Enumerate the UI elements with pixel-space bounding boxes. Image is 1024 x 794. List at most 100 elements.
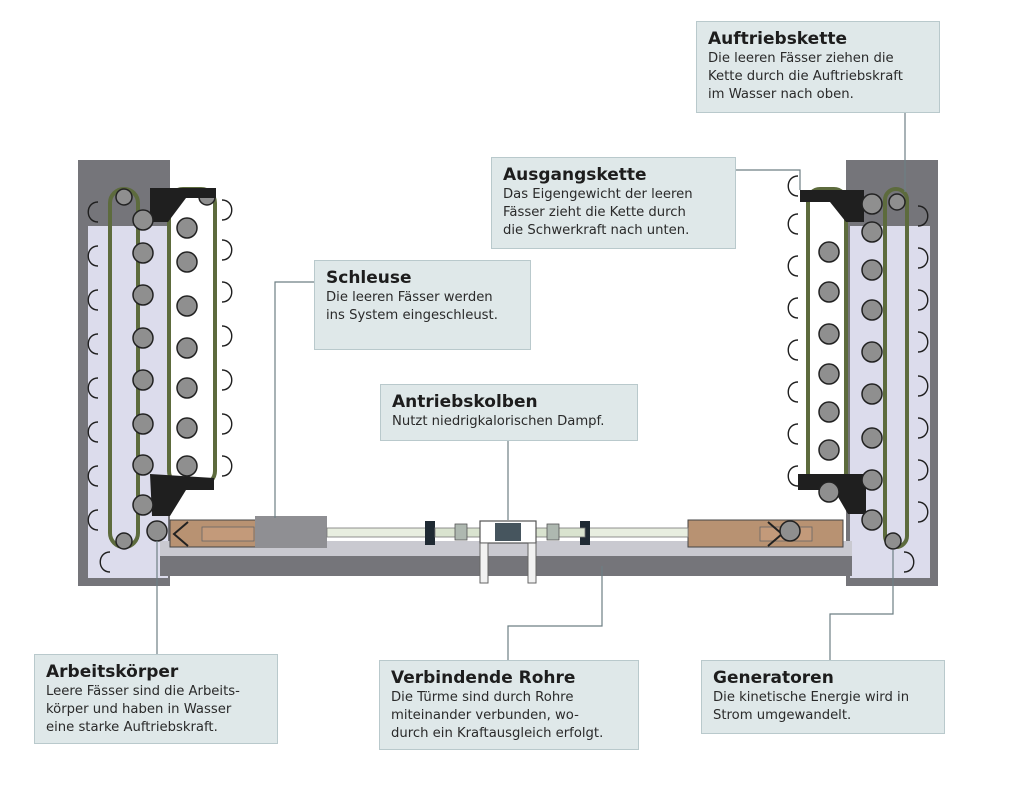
left-buoyancy-barrel [132, 454, 154, 476]
callout-auftriebskette-line-1: Die leeren Fässer ziehen die [708, 51, 894, 66]
drive-piston-leg-left [479, 542, 489, 584]
left-coupling [454, 523, 468, 541]
left-buoyancy-barrel [132, 494, 154, 516]
left-buoyancy-barrel [132, 413, 154, 435]
right-drive-rod [587, 527, 689, 538]
callout-schleuse-line-2: ins System eingeschleust. [326, 308, 498, 323]
callout-schleuse-line-1: Die leeren Fässer werden [326, 290, 493, 305]
callout-arbeitskoerper: Arbeitskörper Leere Fässer sind die Arbe… [34, 654, 278, 744]
left-output-barrel [176, 217, 198, 239]
left-buoyancy-barrel [132, 327, 154, 349]
right-top-bracket [800, 190, 864, 222]
callout-ausgangskette-line-3: die Schwerkraft nach unten. [503, 223, 690, 238]
left-output-hook [221, 199, 233, 221]
callout-schleuse: Schleuse Die leeren Fässer werden ins Sy… [314, 260, 531, 350]
connector-schleuse [274, 281, 315, 518]
right-output-hook [787, 213, 799, 235]
left-lock-barrel [146, 520, 168, 542]
right-tower-hook [917, 375, 929, 397]
callout-auftriebskette-title: Auftriebskette [708, 29, 847, 49]
right-output-barrel [818, 481, 840, 503]
left-tower-hook [87, 245, 99, 267]
right-water-column [850, 226, 930, 578]
right-output-barrel [818, 439, 840, 461]
left-bottom-wheel [115, 532, 133, 550]
right-buoyancy-barrel [861, 509, 883, 531]
right-output-hook [787, 297, 799, 319]
callout-generatoren-line-2: Strom umgewandelt. [713, 708, 852, 723]
right-top-wheel [888, 193, 906, 211]
left-output-hook [221, 325, 233, 347]
right-tower-hook [917, 289, 929, 311]
callout-ausgangskette: Ausgangskette Das Eigengewicht der leere… [491, 157, 736, 249]
left-output-barrel [176, 251, 198, 273]
right-output-hook [787, 175, 799, 197]
callout-arbeitskoerper-line-2: körper und haben in Wasser [46, 702, 232, 717]
callout-auftriebskette-line-2: Kette durch die Auftriebskraft [708, 69, 903, 84]
callout-verbindende-rohre-line-1: Die Türme sind durch Rohre [391, 690, 574, 705]
right-lock-barrel [779, 520, 801, 542]
callout-antriebskolben: Antriebskolben Nutzt niedrigkalorischen … [380, 384, 638, 441]
left-top-wheel [115, 188, 133, 206]
callout-auftriebskette-line-3: im Wasser nach oben. [708, 87, 854, 102]
callout-arbeitskoerper-line-1: Leere Fässer sind die Arbeits- [46, 684, 240, 699]
left-output-hook [221, 455, 233, 477]
left-shaft-flange [425, 521, 435, 545]
pipe-channel [160, 541, 852, 556]
connector-ausgangskette [736, 169, 801, 190]
right-tower-hook [917, 247, 929, 269]
right-buoyancy-barrel [861, 193, 883, 215]
right-output-hook [787, 381, 799, 403]
callout-antriebskolben-title: Antriebskolben [392, 392, 538, 412]
left-buoyancy-barrel [132, 284, 154, 306]
right-output-barrel [818, 281, 840, 303]
right-output-hook [787, 423, 799, 445]
left-lock-arrow [172, 521, 189, 547]
right-bottom-wheel [884, 532, 902, 550]
left-water-column [88, 226, 168, 578]
right-tower-hook [917, 331, 929, 353]
right-output-barrel [818, 363, 840, 385]
left-bottom-hook [99, 551, 111, 573]
left-buoyancy-barrel [132, 209, 154, 231]
callout-arbeitskoerper-title: Arbeitskörper [46, 662, 179, 682]
drive-piston-core [495, 523, 521, 541]
left-tower-hook [87, 289, 99, 311]
callout-generatoren-line-1: Die kinetische Energie wird in [713, 690, 910, 705]
callout-auftriebskette: Auftriebskette Die leeren Fässer ziehen … [696, 21, 940, 113]
callout-verbindende-rohre-line-3: durch ein Kraftausgleich erfolgt. [391, 726, 604, 741]
callout-antriebskolben-line-1: Nutzt niedrigkalorischen Dampf. [392, 414, 605, 429]
left-tower-hook [87, 465, 99, 487]
connector-generatoren [829, 550, 894, 660]
callout-ausgangskette-title: Ausgangskette [503, 165, 647, 185]
left-tower-hook [87, 333, 99, 355]
right-buoyancy-barrel [861, 259, 883, 281]
left-lock-bracket [150, 474, 214, 516]
left-output-barrel [176, 295, 198, 317]
callout-generatoren-title: Generatoren [713, 668, 834, 688]
callout-ausgangskette-line-2: Fässer zieht die Kette durch [503, 205, 686, 220]
left-output-hook [221, 281, 233, 303]
right-coupling [546, 523, 560, 541]
callout-ausgangskette-line-1: Das Eigengewicht der leeren [503, 187, 693, 202]
callout-connectors [156, 112, 906, 660]
callout-verbindende-rohre: Verbindende Rohre Die Türme sind durch R… [379, 660, 639, 750]
right-tower-hook [917, 205, 929, 227]
left-drive-rod [326, 527, 428, 538]
right-lock-bracket [798, 474, 866, 514]
right-output-barrel [818, 241, 840, 263]
left-output-hook [221, 413, 233, 435]
left-buoyancy-barrel [132, 242, 154, 264]
callout-generatoren: Generatoren Die kinetische Energie wird … [701, 660, 945, 734]
callout-arbeitskoerper-line-3: eine starke Auftriebskraft. [46, 720, 218, 735]
left-tower-hook [87, 201, 99, 223]
left-buoyancy-barrel [132, 369, 154, 391]
left-tower-hook [87, 377, 99, 399]
drive-piston-leg-right [527, 542, 537, 584]
left-lock-housing [255, 516, 327, 548]
right-output-hook [787, 465, 799, 487]
right-tower-hook [917, 417, 929, 439]
right-output-barrel [818, 323, 840, 345]
left-output-barrel [176, 377, 198, 399]
